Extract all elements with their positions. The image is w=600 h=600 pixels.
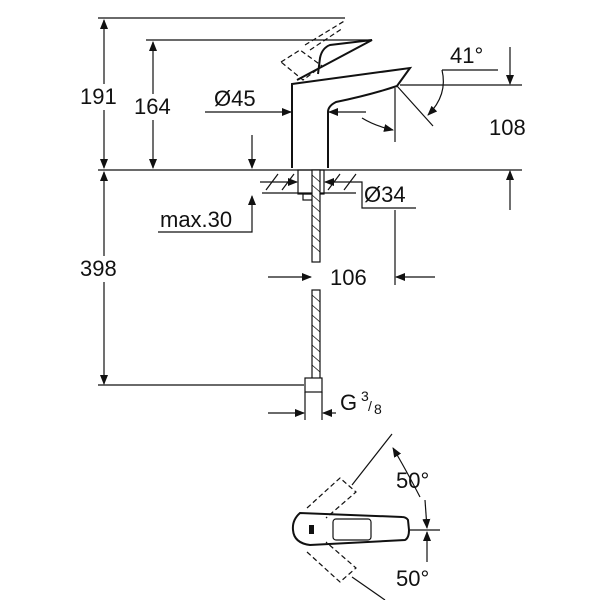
dim-45-label: Ø45 <box>214 86 256 111</box>
faucet-side-view <box>279 19 413 168</box>
dim-398-label: 398 <box>80 256 117 281</box>
thread-slash: / <box>368 398 372 414</box>
dim-106-label: 106 <box>330 265 367 290</box>
thread-den-label: 8 <box>374 401 382 417</box>
dim-191-label: 191 <box>80 84 117 109</box>
dimension-diameter-45: Ø45 <box>205 86 366 116</box>
faucet-top-view: 50° 50° <box>291 433 440 600</box>
dim-108-label: 108 <box>489 115 526 140</box>
dimension-164: 164 <box>132 39 372 169</box>
dimension-398: 398 <box>78 171 304 386</box>
dimension-thread: G 3 / 8 <box>268 388 382 420</box>
dim-34-label: Ø34 <box>364 182 406 207</box>
dimension-108: 108 <box>400 47 526 210</box>
dimension-angle-41: 41° <box>361 43 498 142</box>
dimension-106: 106 <box>268 210 435 290</box>
thread-num-label: 3 <box>361 388 369 404</box>
supply-hose <box>304 169 323 393</box>
dimension-191: 191 <box>78 17 345 169</box>
deck-hatch <box>262 169 357 201</box>
dim-41-label: 41° <box>450 43 483 68</box>
angle-50-top-label: 50° <box>396 468 429 493</box>
angle-50-bottom-label: 50° <box>396 566 429 591</box>
dimension-diameter-34: Ø34 <box>260 178 416 209</box>
dim-164-label: 164 <box>134 94 171 119</box>
dim-max30-label: max.30 <box>160 207 232 232</box>
dimension-max-30: max.30 <box>158 135 256 233</box>
thread-g-label: G <box>340 390 357 415</box>
